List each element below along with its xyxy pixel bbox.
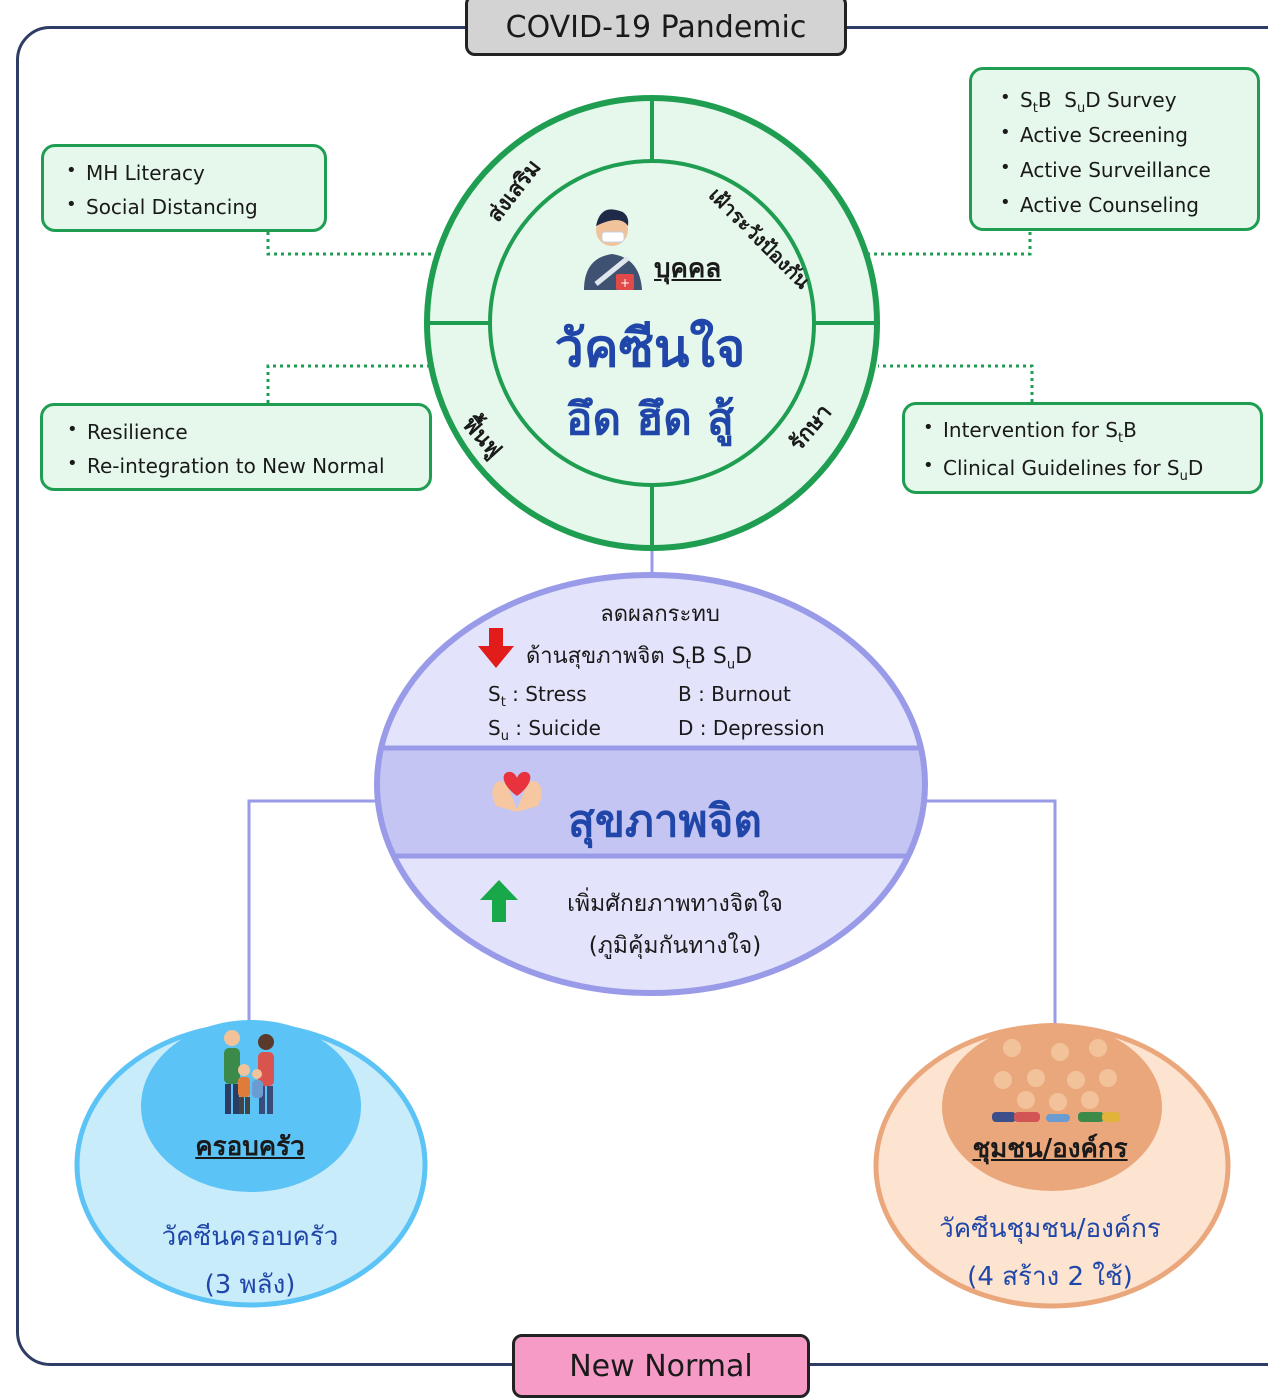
individual-label: บุคคล	[654, 254, 722, 284]
individual-title-line1: วัคซีนใจ	[554, 319, 746, 379]
family-vaccine-line2: (3 พลัง)	[204, 1270, 296, 1300]
list-item: Active Surveillance	[996, 157, 1257, 193]
individual-title-line2: อึด ฮึด สู้	[566, 394, 734, 445]
legend-stress: St : Stress	[488, 682, 587, 710]
family-people-icon	[224, 1030, 274, 1114]
treatment-box: Intervention for StB Clinical Guidelines…	[902, 402, 1263, 494]
increase-line1: เพิ่มศักยภาพทางจิตใจ	[567, 891, 783, 917]
family-circle	[74, 1020, 428, 1308]
family-vaccine-line1: วัคซีนครอบครัว	[161, 1222, 339, 1252]
legend-burnout: B : Burnout	[678, 682, 791, 706]
svg-text:+: +	[620, 276, 630, 290]
legend-depression: D : Depression	[678, 716, 825, 740]
mental-health-ellipse	[374, 572, 928, 996]
list-item: Active Screening	[996, 122, 1257, 158]
individual-wheel	[424, 95, 880, 551]
list-item: MH Literacy	[62, 160, 324, 195]
list-item: Active Counseling	[996, 192, 1257, 228]
surveillance-box: StB SuD Survey Active Screening Active S…	[969, 67, 1260, 231]
community-vaccine-line1: วัคซีนชุมชน/องค์กร	[939, 1214, 1161, 1244]
community-circle	[873, 1023, 1231, 1309]
list-item: Intervention for StB	[919, 417, 1260, 456]
list-item: Clinical Guidelines for SuD	[919, 455, 1260, 494]
legend-suicide: Su : Suicide	[488, 716, 601, 744]
community-label: ชุมชน/องค์กร	[972, 1134, 1128, 1164]
new-normal-title: New Normal	[512, 1334, 810, 1398]
rehab-box: Resilience Re-integration to New Normal	[40, 403, 432, 491]
pandemic-title: COVID-19 Pandemic	[465, 0, 847, 56]
increase-line2: (ภูมิคุ้มกันทางใจ)	[588, 933, 762, 959]
person-syringe-icon: +	[584, 209, 642, 290]
list-item: Social Distancing	[62, 194, 324, 229]
connector-rehab	[266, 364, 430, 403]
connector-promote	[266, 232, 440, 256]
crowd-people-icon	[992, 1039, 1120, 1122]
list-item: StB SuD Survey	[996, 87, 1257, 123]
arrow-up-icon	[480, 880, 518, 922]
connector-community	[922, 799, 1057, 1030]
connector-family	[247, 799, 380, 1030]
community-vaccine-line2: (4 สร้าง 2 ใช้)	[967, 1262, 1133, 1292]
reduce-impact-line1: ลดผลกระทบ	[600, 602, 720, 627]
reduce-impact-line2: ด้านสุขภาพจิต StB SuD	[526, 644, 753, 673]
family-label: ครอบครัว	[195, 1132, 305, 1162]
connector-treat	[878, 364, 1034, 402]
mental-health-title: สุขภาพจิต	[567, 796, 762, 847]
connector-surveil	[864, 232, 1032, 256]
heart-hands-icon	[492, 771, 542, 812]
list-item: Re-integration to New Normal	[63, 453, 429, 488]
list-item: Resilience	[63, 419, 429, 454]
promote-box: MH Literacy Social Distancing	[41, 144, 327, 232]
arrow-down-icon	[478, 628, 514, 668]
